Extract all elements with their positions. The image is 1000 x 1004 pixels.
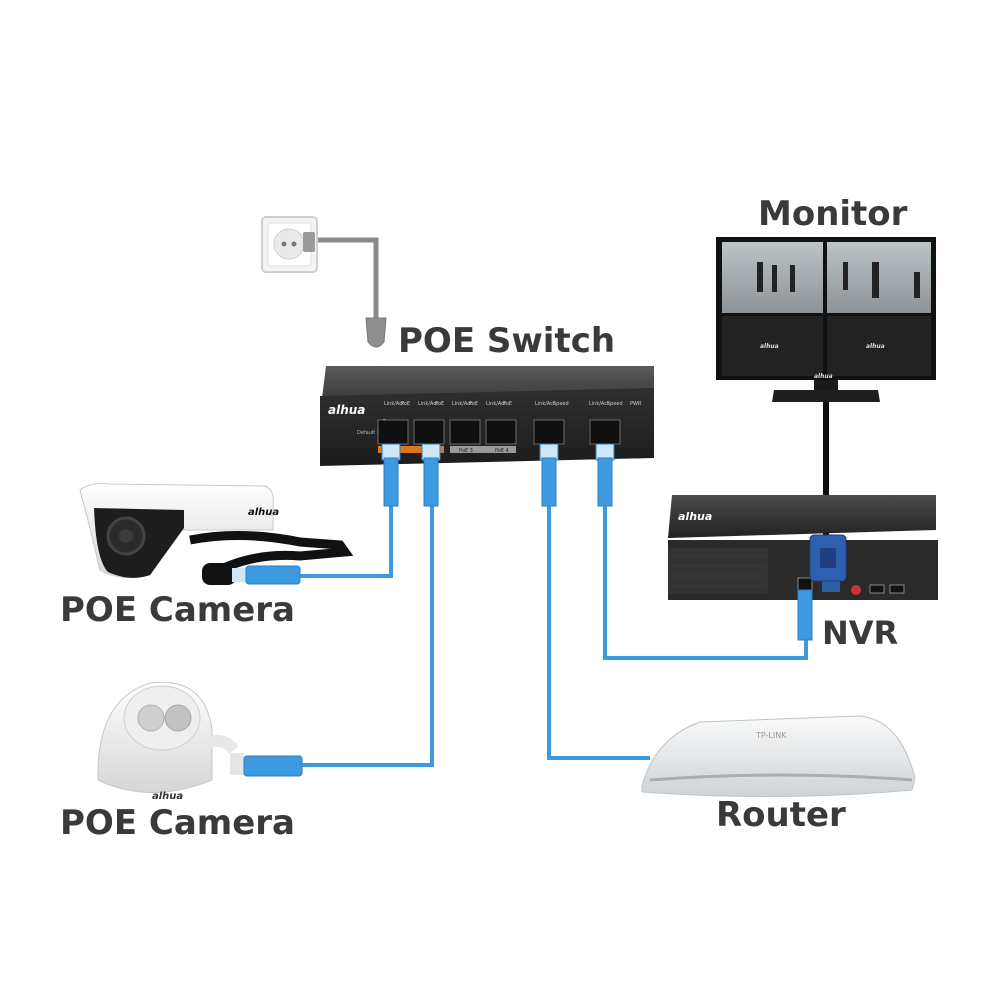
poe-switch: alhua 1 Default Extend Link/Act PoE Link… — [320, 366, 654, 466]
uplink-header-2: Link/Act — [589, 401, 609, 407]
uplink-header-1: Link/Act — [535, 401, 555, 407]
port-label-3: PoE 3 — [459, 448, 473, 454]
poe-dome-camera: alhua — [97, 681, 303, 802]
pwr-label: PWR — [630, 401, 642, 407]
poe-label-4: PoE — [503, 401, 512, 407]
router-logo: TP-LINK — [755, 731, 787, 740]
monitor-logo-stand: alhua — [814, 373, 833, 380]
port-header-1: Link/Act — [384, 401, 404, 407]
switch-port-4 — [485, 419, 517, 445]
monitor: alhua alhua alhua — [716, 237, 936, 402]
switch-uplink-1 — [533, 419, 565, 445]
rj45-connector-icon — [381, 443, 615, 507]
cable-camera-1 — [300, 505, 393, 578]
switch-uplink-2 — [589, 419, 621, 445]
router-label: Router — [716, 795, 846, 835]
poe-label-2: PoE — [435, 401, 444, 407]
poe-label-1: PoE — [401, 401, 410, 407]
nvr-label: NVR — [822, 614, 899, 652]
poe-camera-1-label: POE Camera — [60, 590, 295, 630]
nvr-logo: alhua — [678, 510, 712, 523]
wall-socket-icon — [261, 216, 318, 273]
router: TP-LINK — [641, 715, 916, 798]
cable-nvr — [603, 505, 808, 660]
poe-switch-label: POE Switch — [398, 321, 616, 361]
port-label-4: PoE 4 — [495, 448, 509, 454]
monitor-logo-left: alhua — [760, 343, 779, 350]
dome-logo: alhua — [152, 791, 183, 802]
speed-label-2: Speed — [607, 401, 623, 407]
vga-connector-icon — [809, 534, 847, 582]
nvr: alhua — [668, 495, 938, 600]
port-header-2: Link/Act — [418, 401, 438, 407]
nvr-rj45-connector — [797, 589, 813, 641]
cable-router — [547, 505, 650, 760]
camera-logo: alhua — [248, 507, 279, 518]
switch-logo: alhua — [328, 403, 365, 417]
switch-port-1 — [377, 419, 409, 445]
switch-port-2 — [413, 419, 445, 445]
port-header-3: Link/Act — [452, 401, 472, 407]
cable-camera-2 — [302, 505, 434, 767]
port-header-4: Link/Act — [486, 401, 506, 407]
poe-camera-2-label: POE Camera — [60, 803, 295, 843]
switch-port-3 — [449, 419, 481, 445]
monitor-label: Monitor — [758, 194, 908, 234]
monitor-logo-right: alhua — [866, 343, 885, 350]
poe-label-3: PoE — [469, 401, 478, 407]
ethernet-cables — [300, 505, 808, 767]
power-cable — [312, 237, 379, 318]
speed-label-1: Speed — [553, 401, 569, 407]
power-plug-icon — [365, 317, 387, 348]
mode-label: Default Extend — [357, 430, 394, 436]
poe-bullet-camera: alhua — [79, 483, 354, 585]
